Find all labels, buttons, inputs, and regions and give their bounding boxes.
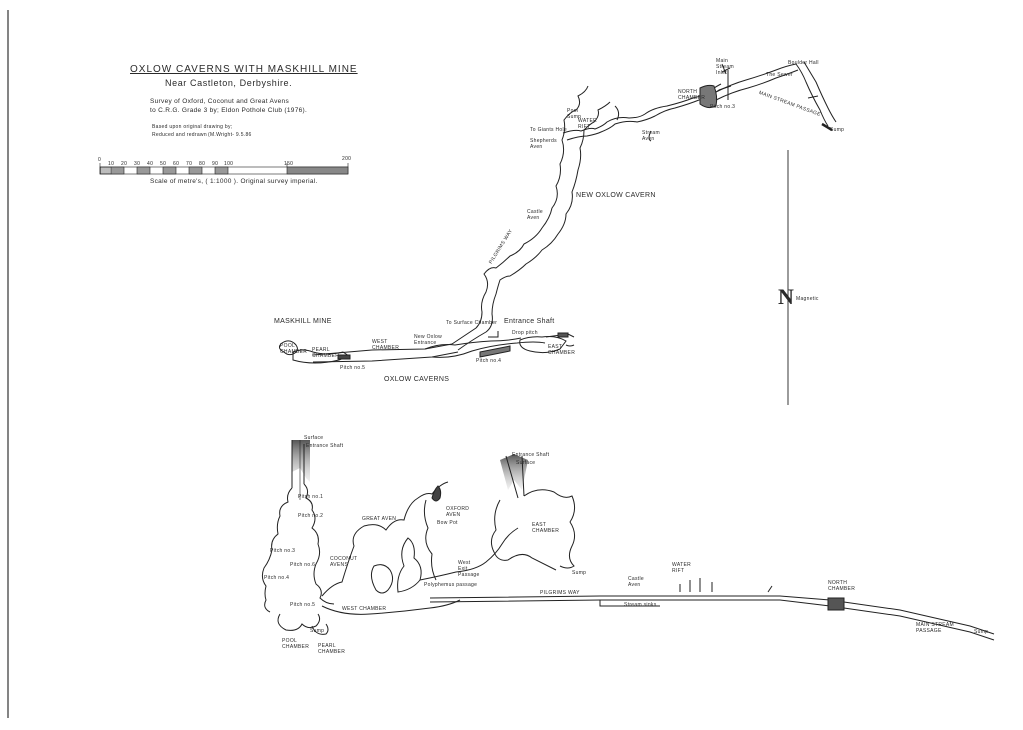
plan-label-entrance-shaft: Entrance Shaft — [504, 318, 555, 325]
plan-label-pearl-chamber: PEARL CHAMBER — [312, 347, 340, 359]
plan-label-to-surface-chamber: To Surface Chamber — [446, 320, 498, 326]
section-label-pitch2: Pitch no.2 — [298, 513, 324, 519]
scale-tick: 60 — [173, 161, 180, 167]
section-label-pilgrims-way: PILGRIMS WAY — [540, 590, 580, 596]
plan-label-north-chamber: NORTH CHAMBER — [678, 89, 706, 101]
scale-tick: 100 — [224, 161, 234, 167]
plan-label-east-chamber: EAST CHAMBER — [548, 344, 576, 356]
section-label-main-stream-passage: MAIN STREAM PASSAGE — [916, 622, 955, 634]
section-label-castle-aven: Castle Aven — [628, 576, 644, 588]
plan-label-to-giants-hole: To Giants Hole — [530, 127, 567, 133]
section-label-pitch3: Pitch no.3 — [270, 548, 296, 554]
plan-label-new-oxlow-entrance: New Oxlow Entrance — [414, 334, 442, 346]
section-label-bow-pot: Bow Pot — [437, 520, 458, 526]
section-label-sump-left: Sump — [310, 628, 325, 634]
redrawn-by: (M.Wright- 9.5.86 — [208, 132, 252, 138]
scale-tick: 20 — [121, 161, 128, 167]
plan-label-pool-chamber: POOL CHAMBER — [280, 343, 308, 355]
scale-tick: 40 — [147, 161, 154, 167]
survey-line-2: to C.R.G. Grade 3 by; Eldon Pothole Club… — [150, 107, 308, 114]
plan-label-boulder-hall: Boulder Hall — [788, 60, 819, 66]
section-label-polyphemus: Polyphemus passage — [424, 582, 478, 588]
section-label-sump-east: Sump — [572, 570, 587, 576]
plan-label-castle-aven: Castle Aven — [527, 209, 543, 221]
scale-tick: 150 — [284, 161, 294, 167]
scale-tick: 70 — [186, 161, 193, 167]
plan-view — [278, 61, 837, 364]
scale-tick: 200 — [342, 156, 352, 162]
plan-label-sump: Sump — [830, 127, 845, 133]
section-label-water-rift: WATER RIFT — [672, 562, 691, 574]
map-subtitle: Near Castleton, Derbyshire. — [165, 78, 293, 88]
section-label-stream-sinks: Stream sinks — [624, 602, 657, 608]
scale-tick: 30 — [134, 161, 141, 167]
plan-label-west-chamber: WEST CHAMBER — [372, 339, 400, 351]
section-label-pitch5: Pitch no.5 — [290, 602, 316, 608]
section-label-pitch1: Pitch no.1 — [298, 494, 324, 500]
map-title: OXLOW CAVERNS WITH MASKHILL MINE — [130, 64, 358, 75]
section-label-surface-right: Surface — [516, 460, 536, 466]
plan-label-pitch5: Pitch no.5 — [340, 365, 366, 371]
scale-tick: 0 — [98, 157, 102, 163]
scale-tick: 50 — [160, 161, 167, 167]
section-label-west-chamber: WEST CHAMBER — [342, 606, 387, 612]
plan-label-shepherds-aven: Shepherds Aven — [530, 138, 557, 150]
section-view — [261, 440, 995, 641]
scale-tick: 90 — [212, 161, 219, 167]
section-label-pitch6: Pitch no.6 — [290, 562, 316, 568]
scale-tick: 10 — [108, 161, 115, 167]
section-label-pearl-chamber: PEARL CHAMBER — [318, 643, 346, 655]
plan-label-maskhill-mine: MASKHILL MINE — [274, 318, 332, 325]
north-arrow-letter: N — [778, 284, 795, 309]
section-label-east-chamber: EAST CHAMBER — [532, 522, 560, 534]
plan-label-pitch3: Pitch no.3 — [710, 104, 736, 110]
plan-label-pool-sump: Pool Sump — [567, 108, 582, 120]
section-label-west-exit: West Exit Passage — [458, 560, 480, 578]
section-label-north-chamber: NORTH CHAMBER — [828, 580, 856, 592]
section-label-sump-right: Sump — [974, 629, 989, 635]
plan-label-main-stream-inlet: Main Stream Inlet — [716, 58, 734, 76]
plan-label-new-oxlow-cavern: NEW OXLOW CAVERN — [576, 192, 656, 199]
scale-bar — [99, 163, 349, 175]
plan-label-stream-aven: Stream Aven — [642, 130, 660, 142]
plan-label-oxlow-caverns: OXLOW CAVERNS — [384, 376, 450, 383]
section-label-oxford-aven: OXFORD AVEN — [446, 506, 470, 518]
based-line-1: Based upon original drawing by; — [152, 124, 233, 130]
section-label-great-aven: GREAT AVEN — [362, 516, 397, 522]
section-label-surface-left: Surface — [304, 435, 324, 441]
north-arrow-caption: Magnetic — [796, 296, 819, 302]
plan-label-pitch4: Pitch no.4 — [476, 358, 502, 364]
scale-tick: 80 — [199, 161, 206, 167]
survey-line-1: Survey of Oxford, Coconut and Great Aven… — [150, 98, 289, 105]
section-label-coconut-avens: COCONUT AVENS — [330, 556, 358, 568]
section-label-pool-chamber: POOL CHAMBER — [282, 638, 310, 650]
section-label-pitch4: Pitch no.4 — [264, 575, 290, 581]
section-label-entrance-shaft-right: Entrance Shaft — [512, 452, 550, 458]
based-line-2: Reduced and redrawn — [152, 132, 207, 138]
scale-caption: Scale of metre's, ( 1:1000 ). Original s… — [150, 178, 318, 185]
plan-label-the-sewer: The Sewer — [766, 72, 793, 78]
section-label-entrance-shaft-left: Entrance Shaft — [306, 443, 344, 449]
plan-label-water-rift: WATER RIFT — [578, 118, 597, 130]
plan-label-drop-pitch: Drop pitch — [512, 330, 538, 336]
